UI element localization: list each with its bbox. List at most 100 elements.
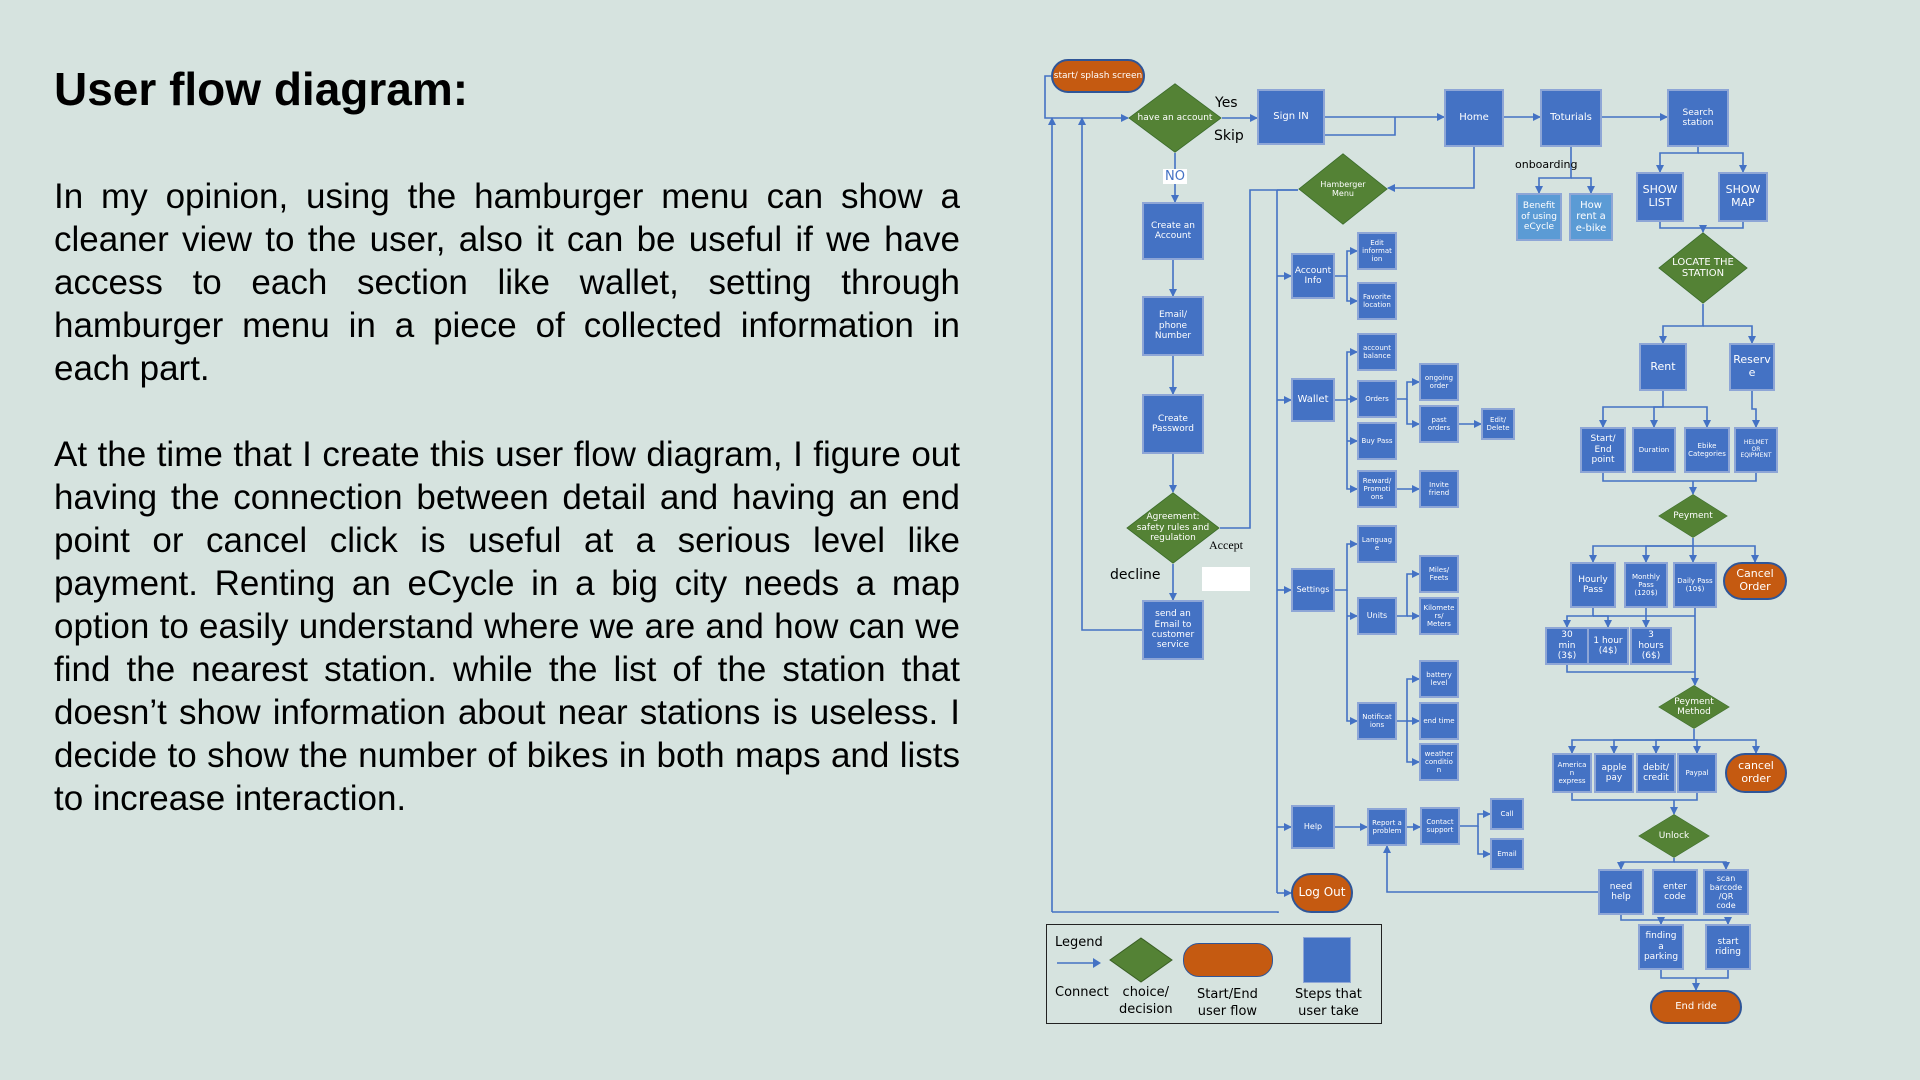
node-label: Peyment Method [1674, 696, 1714, 717]
connector-arrow [1620, 915, 1732, 925]
connector-arrow [1652, 739, 1694, 754]
connector-arrow [1406, 721, 1420, 766]
step-reserve: Reserv e [1729, 343, 1775, 391]
connector-arrow [1693, 739, 1701, 754]
connector-arrow [1052, 911, 1279, 913]
connector-arrow [1642, 545, 1693, 563]
connector-arrow [1387, 147, 1475, 192]
step-weather: weather conditio n [1419, 743, 1459, 781]
connector-arrow [1535, 147, 1572, 194]
label-onboarding: onboarding [1515, 158, 1578, 171]
connector-arrow [1610, 739, 1694, 754]
blank-box [1202, 567, 1250, 591]
legend-decision-icon [1109, 937, 1173, 983]
step-ongoing: ongoing order [1419, 363, 1459, 401]
connector-arrow [1751, 391, 1760, 428]
decision-have-account: have an account [1128, 83, 1222, 153]
legend-step-label: Steps that user take [1295, 987, 1362, 1019]
step-sign-in: Sign IN [1257, 89, 1325, 145]
decision-payment-method: Peyment Method [1658, 685, 1730, 729]
legend-connect-label: Connect [1055, 985, 1109, 1000]
terminal-cancel-order-1: Cancel Order [1723, 562, 1787, 600]
connector-arrow [1571, 793, 1698, 801]
connector-arrow [1589, 538, 1694, 563]
step-helmet: HELMET OR EQIPMENT [1734, 427, 1778, 473]
step-report: Report a problem [1367, 808, 1407, 846]
connector-arrow [1397, 378, 1420, 400]
step-account-info: Account Info [1291, 253, 1335, 299]
step-ebike-cat: Ebike Categories [1684, 427, 1730, 473]
label-accept: Accept [1209, 538, 1243, 552]
connector-arrow [1335, 540, 1358, 591]
step-kilometers: Kilomete rs/ Meters [1419, 597, 1459, 635]
step-show-map: SHOW MAP [1718, 172, 1768, 222]
connector-arrow [1663, 406, 1711, 428]
step-invite: Invite friend [1419, 470, 1459, 508]
step-edit-info: Edit informat ion [1357, 232, 1397, 270]
connector-arrow [1650, 406, 1663, 428]
connector-arrow [1660, 970, 1729, 979]
step-end-time: end time [1419, 702, 1459, 740]
connector-arrow [1460, 810, 1491, 827]
step-settings: Settings [1291, 568, 1335, 612]
decision-hamburger: Hamberger Menu [1298, 153, 1388, 225]
connector-arrow [1044, 75, 1129, 122]
connector-arrow [1078, 117, 1142, 631]
step-hours3: 3 hours (6$) [1630, 627, 1672, 665]
connector-arrow [1694, 739, 1760, 754]
connector-arrow [1563, 608, 1594, 628]
step-fav-location: Favorite location [1357, 282, 1397, 320]
step-daily: Daily Pass (10$) [1673, 562, 1717, 608]
step-monthly: Monthly Pass (120$) [1624, 562, 1668, 608]
step-edit-delete: Edit/ Delete [1481, 408, 1515, 440]
connector-arrow [1220, 189, 1298, 529]
connector-arrow [1566, 665, 1695, 673]
legend-terminal-icon [1183, 943, 1273, 977]
step-help: Help [1291, 805, 1335, 849]
legend-arrow-icon [1057, 958, 1101, 968]
decision-agreement: Agreement: safety rules and regulation [1126, 492, 1220, 564]
legend-terminal-label: Start/End user flow [1197, 987, 1258, 1019]
connector-arrow [1383, 845, 1598, 893]
diamond-shape [1658, 232, 1748, 304]
step-notifications: Notificat ions [1357, 702, 1397, 740]
step-send-email: send an Email to customer service [1142, 600, 1204, 660]
diamond-shape [1126, 492, 1220, 564]
connector-arrow [1659, 222, 1744, 229]
step-call: Call [1490, 798, 1524, 830]
connector-arrow [1406, 399, 1420, 428]
step-scan: scan barcode /QR code [1703, 869, 1749, 915]
step-email-phone: Email/ phone Number [1142, 296, 1204, 356]
terminal-splash: start/ splash screen [1051, 59, 1145, 93]
step-units: Units [1357, 597, 1397, 635]
step-parking: finding a parking [1638, 924, 1684, 970]
paragraph-design-rationale: At the time that I create this user flow… [54, 435, 960, 818]
connector-arrow [1698, 152, 1747, 173]
step-paypal: Paypal [1677, 753, 1717, 793]
diamond-shape [1298, 153, 1388, 225]
connector-arrow [1568, 729, 1695, 754]
step-hour1: 1 hour (4$) [1587, 627, 1629, 665]
step-hourly: Hourly Pass [1570, 562, 1616, 608]
step-buy-pass: Buy Pass [1357, 422, 1397, 460]
step-orders: Orders [1357, 380, 1397, 418]
decision-payment: Peyment [1658, 494, 1728, 538]
diamond-shape [1658, 685, 1730, 729]
connector-arrow [1656, 147, 1699, 173]
label-skip: Skip [1214, 128, 1244, 144]
connector-arrow [1571, 177, 1595, 194]
step-tutorials: Toturials [1540, 89, 1602, 147]
legend-title: Legend [1055, 935, 1103, 950]
label-no: NO [1163, 169, 1187, 184]
step-duration: Duration [1632, 427, 1676, 473]
node-label: Unlock [1658, 830, 1690, 841]
connector-arrow [1602, 473, 1757, 482]
terminal-logout: Log Out [1291, 873, 1353, 913]
connector-arrow [1346, 590, 1358, 725]
node-label: Hamberger Menu [1320, 179, 1366, 198]
step-reward: Reward/ Promoti ons [1357, 470, 1397, 508]
step-apple: apple pay [1594, 753, 1634, 793]
step-show-list: SHOW LIST [1636, 172, 1684, 222]
legend-decision-label: choice/ decision [1119, 985, 1173, 1017]
label-yes: Yes [1215, 95, 1238, 111]
